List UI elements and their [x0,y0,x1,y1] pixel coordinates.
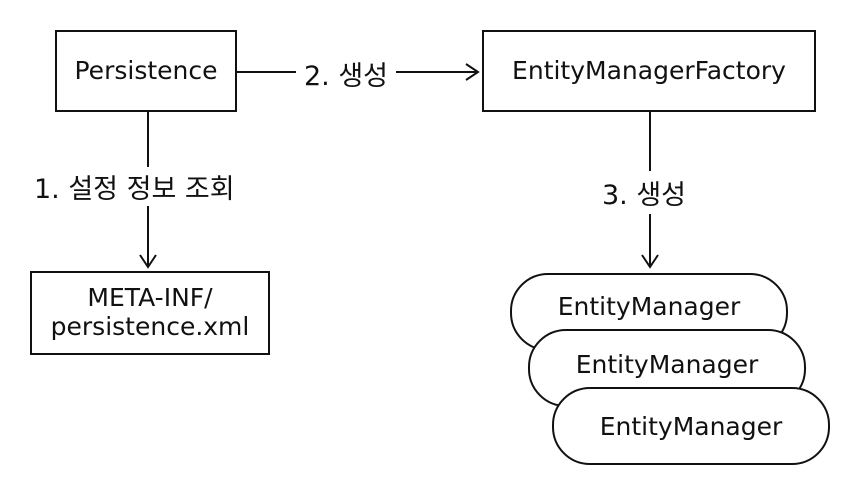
entity-manager-1-label: EntityManager [557,291,741,321]
arrowhead-create-manager [641,254,659,269]
config-file-label: persistence.xml [50,312,250,341]
entity-manager-3-label: EntityManager [599,411,783,441]
edge-label-read-config: 1. 설정 정보 조회 [34,167,235,206]
edge-label-create-factory: 2. 생성 [296,54,397,93]
entity-manager-factory-label: EntityManagerFactory [512,55,786,85]
persistence-xml-box: META-INF/ persistence.xml [30,271,270,355]
arrowhead-read-config [139,254,157,269]
edge-label-create-manager: 3. 생성 [600,171,689,214]
entity-manager-factory-box: EntityManagerFactory [482,30,816,112]
entity-manager-3: EntityManager [552,387,830,465]
entity-manager-2-label: EntityManager [575,349,759,379]
arrowhead-create-factory [465,63,480,81]
persistence-label: Persistence [74,55,218,85]
config-path-label: META-INF/ [87,283,213,313]
persistence-box: Persistence [55,30,237,112]
